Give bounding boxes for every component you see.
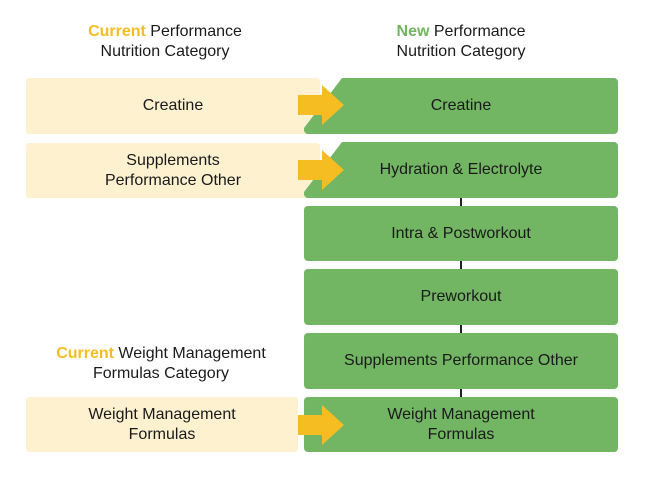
new-box-preworkout: Preworkout [304, 269, 618, 325]
current-performance-heading: Current Performance Nutrition Category [60, 22, 270, 62]
connector-line [460, 198, 462, 206]
box-label: Weight Management [387, 405, 535, 423]
new-box-supplements-performance-other: Supplements Performance Other [304, 333, 618, 389]
box-label: Creatine [142, 97, 204, 114]
new-performance-heading: New Performance Nutrition Category [356, 22, 566, 62]
current-label: Current [88, 23, 146, 40]
new-box-weight-management-formulas: Weight Management Formulas [304, 397, 618, 452]
box-label: Formulas [128, 425, 196, 443]
current-label: Current [56, 345, 114, 362]
heading-text: Performance [145, 23, 242, 40]
current-weight-management-heading: Current Weight Management Formulas Categ… [26, 344, 296, 384]
box-label: Creatine [430, 97, 492, 114]
arrow-right-icon [298, 405, 344, 445]
arrow-right-icon [298, 85, 344, 125]
heading-text: Nutrition Category [100, 43, 230, 60]
box-label: Weight Management [88, 405, 236, 423]
connector-line [460, 261, 462, 269]
heading-text: Weight Management [113, 345, 266, 362]
box-label: Supplements [126, 151, 220, 169]
current-box-weight-management-formulas: Weight Management Formulas [26, 397, 298, 452]
box-label: Supplements Performance Other [344, 352, 578, 369]
box-label: Hydration & Electrolyte [379, 161, 543, 178]
new-box-hydration-electrolyte: Hydration & Electrolyte [304, 142, 618, 198]
heading-text: Performance [429, 23, 526, 40]
arrow-right-icon [298, 150, 344, 190]
current-box-supplements-performance-other: Supplements Performance Other [26, 143, 320, 198]
new-box-intra-postworkout: Intra & Postworkout [304, 206, 618, 261]
connector-line [460, 325, 462, 333]
box-label: Preworkout [420, 288, 502, 305]
heading-text: Nutrition Category [396, 43, 526, 60]
new-label: New [396, 23, 430, 40]
new-box-creatine: Creatine [304, 78, 618, 134]
current-box-creatine: Creatine [26, 78, 320, 134]
connector-line [460, 389, 462, 397]
box-label: Performance Other [104, 171, 242, 189]
box-label: Formulas [427, 425, 495, 443]
box-label: Intra & Postworkout [391, 224, 531, 242]
heading-text: Formulas Category [92, 365, 230, 382]
